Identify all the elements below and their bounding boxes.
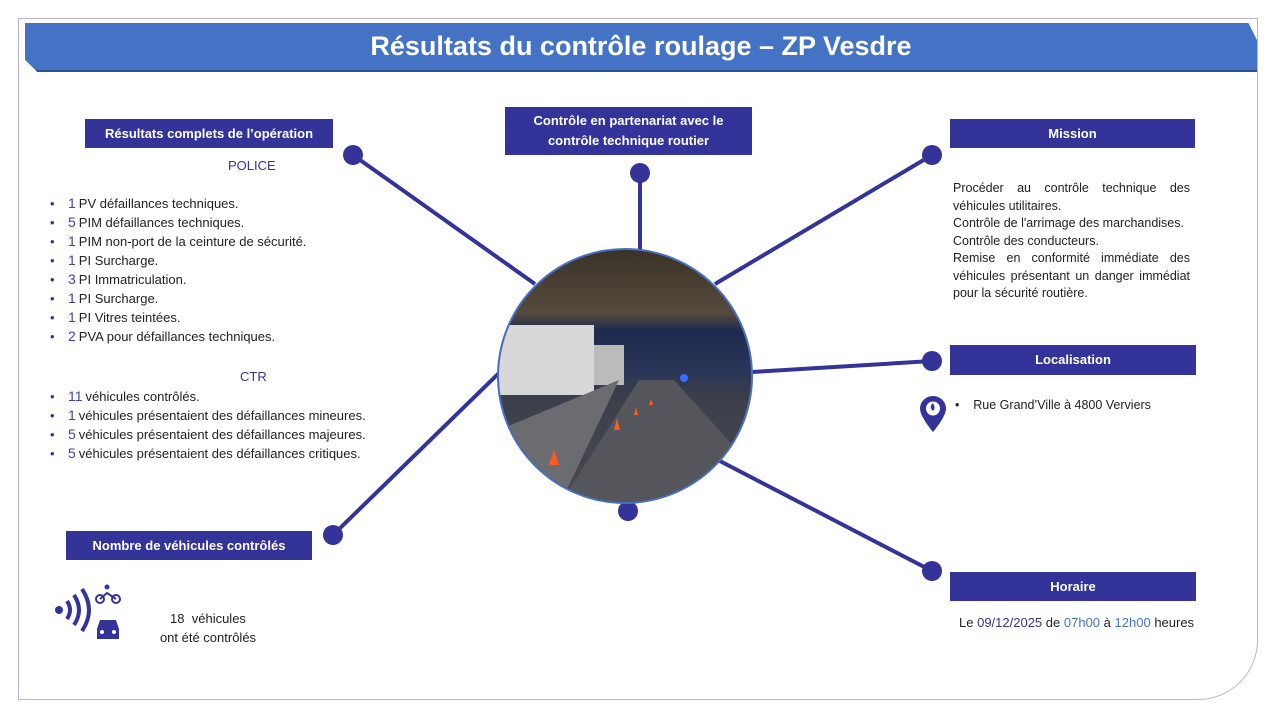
result-text: PVA pour défaillances techniques. [78,329,276,344]
result-count: 1 [68,252,76,268]
vehicles-line2: ont été contrôlés [159,630,257,645]
police-label: POLICE [228,158,276,173]
result-item: 3PI Immatriculation. [40,270,306,289]
schedule-de: de [1045,615,1061,630]
mission-header: Mission [950,119,1195,148]
schedule-a: à [1103,615,1111,630]
location-address: • Rue Grand’Ville à 4800 Verviers [955,398,1151,412]
mission-paragraph: Contrôle des conducteurs. [953,233,1099,248]
address-text: Rue Grand’Ville à 4800 Verviers [973,398,1151,412]
schedule-start: 07h00 [1063,615,1101,630]
schedule-header: Horaire [950,572,1196,601]
operation-photo [497,248,753,504]
result-text: PIM défaillances techniques. [78,215,245,230]
result-item: 1PV défaillances techniques. [40,194,306,213]
result-text: PI Vitres teintées. [78,310,181,325]
mission-text: Procéder au contrôle technique des véhic… [953,180,1190,303]
result-count: 2 [68,328,76,344]
result-count: 5 [68,214,76,230]
schedule-end: 12h00 [1114,615,1151,630]
results-header: Résultats complets de l’opération [85,119,333,148]
connector-location [751,359,933,374]
connector-results [351,153,537,286]
dot-bottom [618,501,638,521]
result-item: 1PI Surcharge. [40,289,306,308]
partner-header-line2: contrôle technique routier [547,133,710,148]
schedule-date: 09/12/2025 [977,615,1043,630]
dot-location [922,351,942,371]
schedule-text: Le 09/12/2025 de 07h00 à 12h00 heures [959,615,1194,630]
result-text: PI Immatriculation. [78,272,187,287]
result-count: 11 [68,388,83,404]
dot-mission [922,145,942,165]
mission-paragraph: Remise en conformité immédiate des véhic… [953,251,1190,300]
connector-mission [713,153,934,286]
result-text: PIM non-port de la ceinture de sécurité. [78,234,307,249]
photo-scene [499,325,751,502]
dot-vehicles [323,525,343,545]
vehicles-line1: 18 véhicules [170,611,246,626]
partner-header: Contrôle en partenariat avec le contrôle… [505,107,752,155]
result-text: véhicules présentaient des défaillances … [78,408,366,423]
schedule-suffix: heures [1154,615,1195,630]
mission-paragraph: Contrôle de l'arrimage des marchandises. [953,216,1184,230]
result-count: 1 [68,407,76,423]
dot-results [343,145,363,165]
result-item: 1PI Vitres teintées. [40,308,306,327]
result-count: 1 [68,233,76,249]
vehicle-radar-icon [55,584,121,639]
dot-schedule [922,561,942,581]
vehicles-header: Nombre de véhicules contrôlés [66,531,312,560]
connector-vehicles [331,370,502,537]
result-count: 1 [68,195,76,211]
schedule-prefix: Le [959,615,974,630]
result-text: véhicules présentaient des défaillances … [78,446,361,461]
partner-header-line1: Contrôle en partenariat avec le [533,113,724,128]
dot-partner [630,163,650,183]
mission-paragraph: Procéder au contrôle technique des véhic… [953,181,1190,213]
result-text: véhicules contrôlés. [85,389,200,404]
result-text: PI Surcharge. [78,291,159,306]
result-count: 1 [68,309,76,325]
result-count: 3 [68,271,76,287]
location-pin-icon [920,396,946,432]
result-count: 5 [68,426,76,442]
location-header: Localisation [950,345,1196,375]
result-text: PI Surcharge. [78,253,159,268]
result-text: PV défaillances techniques. [78,196,239,211]
page-title: Résultats du contrôle roulage – ZP Vesdr… [25,23,1257,72]
result-count: 5 [68,445,76,461]
ctr-label: CTR [240,369,267,384]
vehicles-count-text: 18 véhicules ont été contrôlés [143,609,273,647]
connector-schedule [717,458,933,573]
result-count: 1 [68,290,76,306]
slide-frame [18,18,1258,700]
result-text: véhicules présentaient des défaillances … [78,427,366,442]
result-item: 1PI Surcharge. [40,251,306,270]
